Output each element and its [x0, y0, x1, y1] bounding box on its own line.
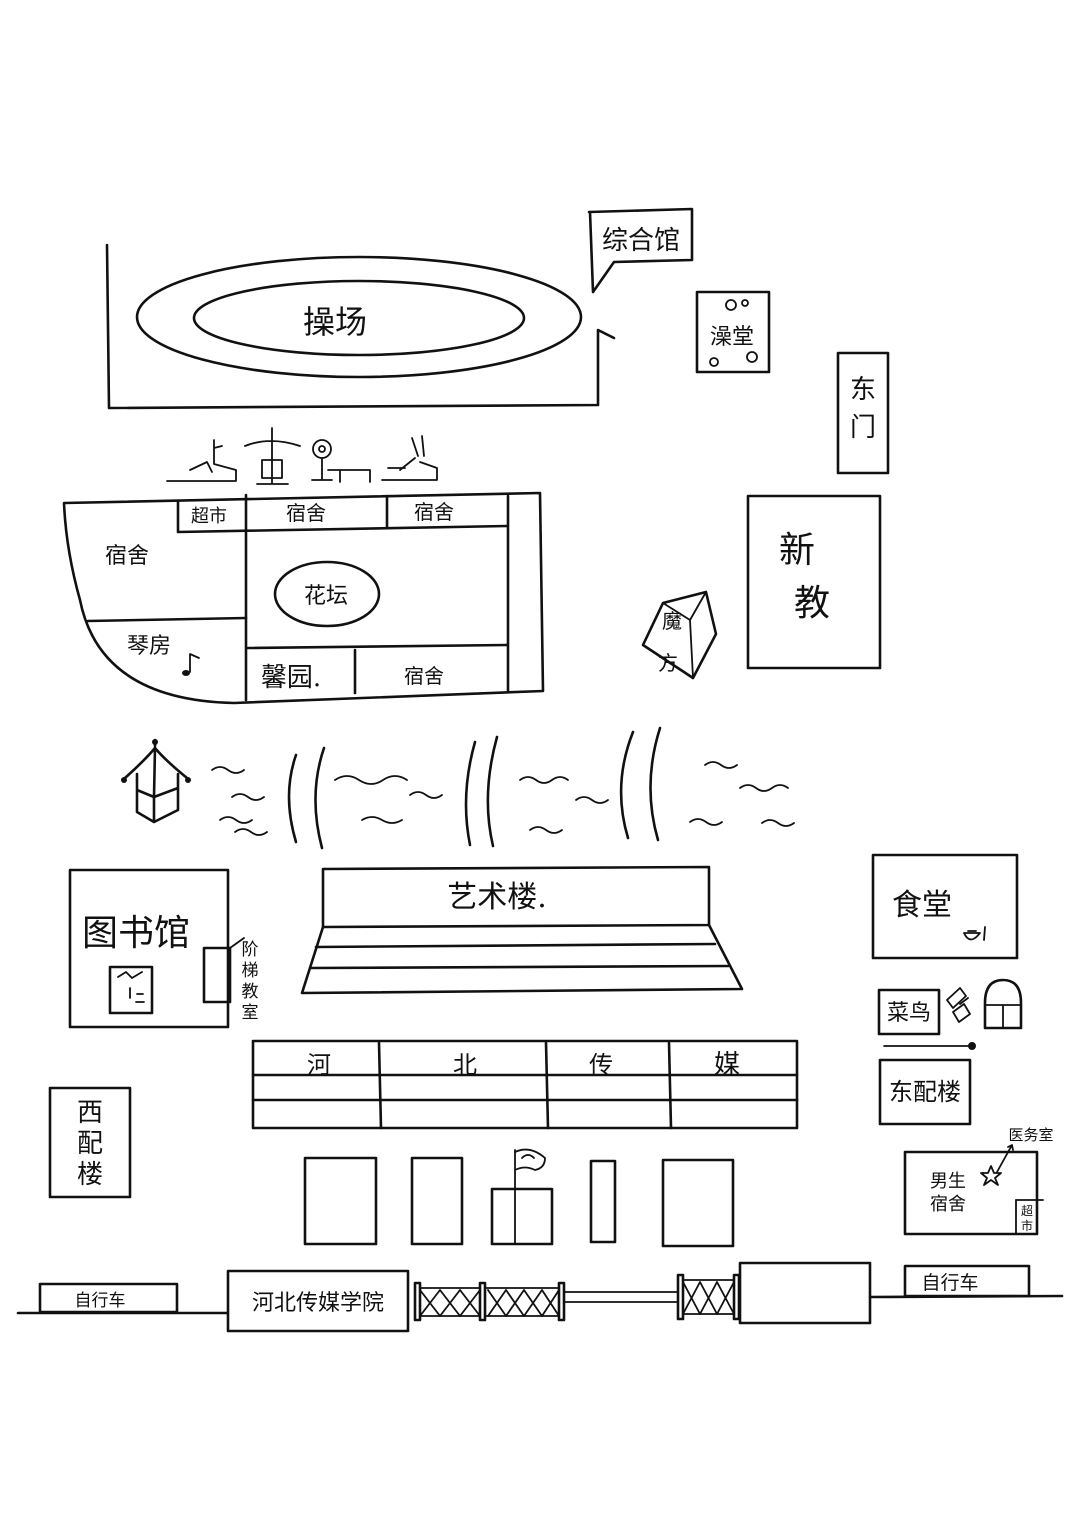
flag-icon [514, 1148, 546, 1244]
stair-classroom-label-3: 教 [242, 982, 259, 1002]
garden-label: 馨园. [261, 663, 321, 693]
east-gate-label-1: 东 [850, 375, 876, 405]
main-he-label: 河 [307, 1051, 331, 1079]
east-connector-line [883, 1042, 976, 1050]
stair-classroom-label-2: 梯 [242, 961, 259, 981]
bathhouse[interactable] [695, 290, 771, 374]
painting-icon [108, 965, 154, 1015]
boys-dorm-label-2: 宿舍 [930, 1194, 966, 1215]
bike-right-label: 自行车 [921, 1272, 978, 1294]
rubiks-label-1: 魔 [662, 609, 682, 633]
sports-complex[interactable] [587, 207, 694, 294]
art-building-label: 艺术楼. [447, 880, 547, 915]
main-bei-label: 北 [453, 1051, 477, 1079]
bike-shed-left[interactable] [38, 1282, 179, 1314]
new-teaching-building[interactable] [746, 494, 882, 670]
cainiao-station[interactable] [877, 988, 941, 1036]
new-teaching-label-2: 教 [794, 583, 830, 624]
boys-dorm-label-1: 男生 [930, 1171, 966, 1192]
fan-icon [946, 987, 971, 1023]
flower-bed-label: 花坛 [304, 584, 348, 609]
tea-icon [963, 926, 986, 941]
dorm-complex-outline[interactable] [62, 491, 545, 705]
canteen-label: 食堂 [892, 888, 952, 923]
dorm-bottom-label: 宿舍 [404, 664, 444, 688]
canteen[interactable] [871, 853, 1019, 960]
new-teaching-label-1: 新 [779, 530, 815, 571]
school-gate-label: 河北传媒学院 [252, 1291, 384, 1316]
east-annex-label: 东配楼 [889, 1078, 961, 1106]
playground-label: 操场 [303, 303, 367, 341]
supermarket-south-label-1: 超 [1021, 1203, 1033, 1218]
east-annex[interactable] [878, 1058, 972, 1126]
music-note-icon [182, 653, 200, 676]
star-icon [980, 1144, 1014, 1186]
bridges [287, 726, 662, 850]
art-building[interactable] [300, 865, 744, 995]
stair-classroom-label-4: 室 [242, 1003, 259, 1023]
rubiks-cube[interactable] [641, 590, 718, 680]
sports-complex-label: 综合馆 [602, 226, 680, 256]
supermarket-north-label: 超市 [191, 506, 227, 527]
supermarket-south-label-2: 市 [1021, 1218, 1033, 1233]
library[interactable] [68, 868, 245, 1029]
main-chuan-label: 传 [589, 1051, 613, 1079]
library-label: 图书馆 [82, 913, 190, 954]
cainiao-label: 菜鸟 [887, 1001, 931, 1026]
piano-room-label: 琴房 [127, 634, 171, 659]
stair-classroom-label-1: 阶 [242, 940, 259, 960]
flower-bed[interactable] [273, 560, 381, 628]
clinic-label: 医务室 [1008, 1126, 1053, 1144]
lake-waves [211, 761, 795, 836]
gatehouse-east[interactable] [738, 1261, 872, 1325]
main-mei-label: 媒 [714, 1050, 740, 1080]
rubiks-label-2: 方 [658, 651, 678, 675]
west-annex-label-3: 楼 [77, 1160, 103, 1190]
playground-enclosure [105, 243, 616, 410]
south-blocks[interactable] [303, 1156, 735, 1248]
dorm-top-a-label: 宿舍 [286, 501, 326, 525]
gate-fence [413, 1273, 741, 1322]
east-gate-label-2: 门 [850, 413, 876, 443]
school-gate-sign[interactable] [226, 1269, 410, 1333]
main-building[interactable] [251, 1039, 799, 1130]
west-annex-label-1: 西 [77, 1098, 103, 1128]
fitness-equipment-icon [166, 427, 438, 485]
west-annex[interactable] [48, 1086, 132, 1199]
bike-left-label: 自行车 [75, 1291, 126, 1311]
pavilion-icon [121, 738, 191, 824]
bathhouse-label: 澡堂 [710, 325, 754, 350]
east-gate[interactable] [836, 351, 890, 475]
boys-dorm[interactable] [903, 1150, 1044, 1236]
arched-door[interactable] [983, 978, 1023, 1030]
playground-track[interactable] [135, 255, 583, 379]
west-annex-label-2: 配 [77, 1129, 103, 1159]
bike-shed-right[interactable] [903, 1264, 1031, 1298]
dorm-left-label: 宿舍 [105, 544, 149, 569]
dorm-top-b-label: 宿舍 [414, 500, 454, 524]
